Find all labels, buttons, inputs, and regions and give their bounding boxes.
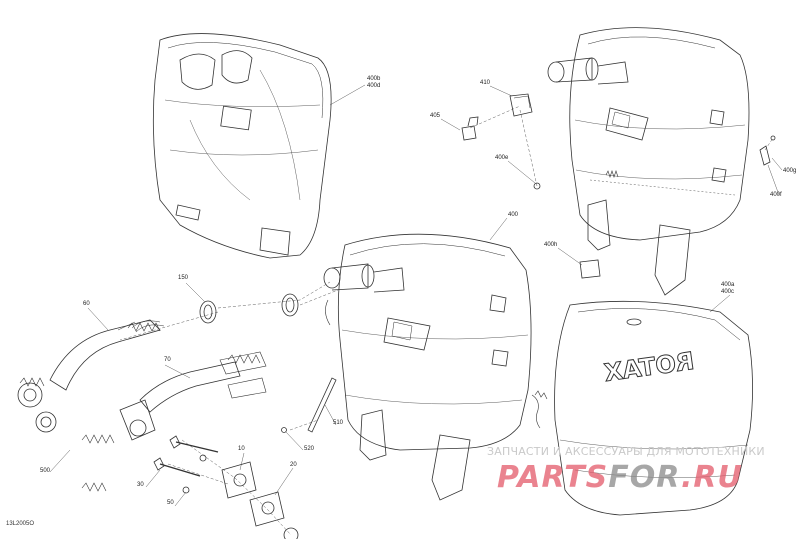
bracket-410 [509, 93, 533, 117]
callout-400a: 400a 400c [721, 282, 735, 295]
callout-400g: 400g [783, 168, 797, 174]
flange-left [17, 382, 43, 408]
spring-c [19, 377, 45, 387]
rod-510 [307, 377, 337, 433]
watermark-logo-part3: .RU [680, 460, 743, 495]
callout-410: 410 [480, 80, 491, 86]
spring-500b [81, 482, 107, 492]
nut-20b [283, 527, 299, 539]
callout-510: 510 [333, 420, 344, 426]
callout-520: 520 [304, 446, 315, 452]
callout-400e: 400e [495, 155, 509, 161]
callout-405: 405 [430, 113, 441, 119]
heat-shield-400b [152, 33, 332, 259]
callout-60: 60 [83, 301, 90, 307]
washer-50 [182, 486, 190, 494]
flange-10 [221, 461, 257, 499]
alignment-lines [119, 105, 774, 536]
callout-30: 30 [137, 482, 144, 488]
watermark-logo: PARTSFOR.RU [497, 460, 743, 495]
watermark-logo-part1: PARTS [497, 460, 609, 495]
callout-400: 400 [508, 212, 519, 218]
bolt-a [175, 441, 219, 453]
figure-reference-code: 13L2005O [6, 521, 35, 527]
small-parts [199, 93, 776, 539]
nut-520 [281, 427, 287, 433]
muffler-cover-400a [554, 300, 753, 516]
gasket-150b [281, 293, 299, 317]
spring-500a [81, 434, 115, 444]
clip-400g [759, 145, 771, 166]
watermark-tagline: ЗАПЧАСТИ И АКСЕССУАРЫ ДЛЯ МОТОТЕХНИКИ [487, 445, 765, 458]
spring-b [227, 354, 261, 364]
springs [19, 170, 619, 492]
bolt-30 [159, 463, 201, 477]
gasket-150a [199, 300, 217, 324]
callout-10: 10 [238, 446, 245, 452]
muffler-assembly-main [323, 233, 541, 501]
callout-400b: 400b 400d [367, 76, 381, 89]
callout-20: 20 [290, 462, 297, 468]
nut-400e [533, 182, 541, 190]
spring-a [127, 322, 161, 332]
callout-400f: 400f [770, 192, 782, 198]
callout-50: 50 [167, 500, 174, 506]
callout-150: 150 [178, 275, 189, 281]
callout-400h: 400h [544, 242, 558, 248]
muffler-assembly-top [547, 27, 750, 296]
callout-70: 70 [164, 357, 171, 363]
pipe-70 [139, 361, 241, 413]
callout-500: 500 [40, 468, 51, 474]
watermark-logo-part2: FOR [608, 460, 681, 495]
gasket-20 [249, 491, 285, 527]
clip-400h [579, 259, 601, 279]
exhaust-pipes [17, 319, 267, 441]
callout-leaders [49, 84, 783, 507]
bolt-405 [461, 125, 477, 141]
flange-hardware [153, 435, 285, 527]
